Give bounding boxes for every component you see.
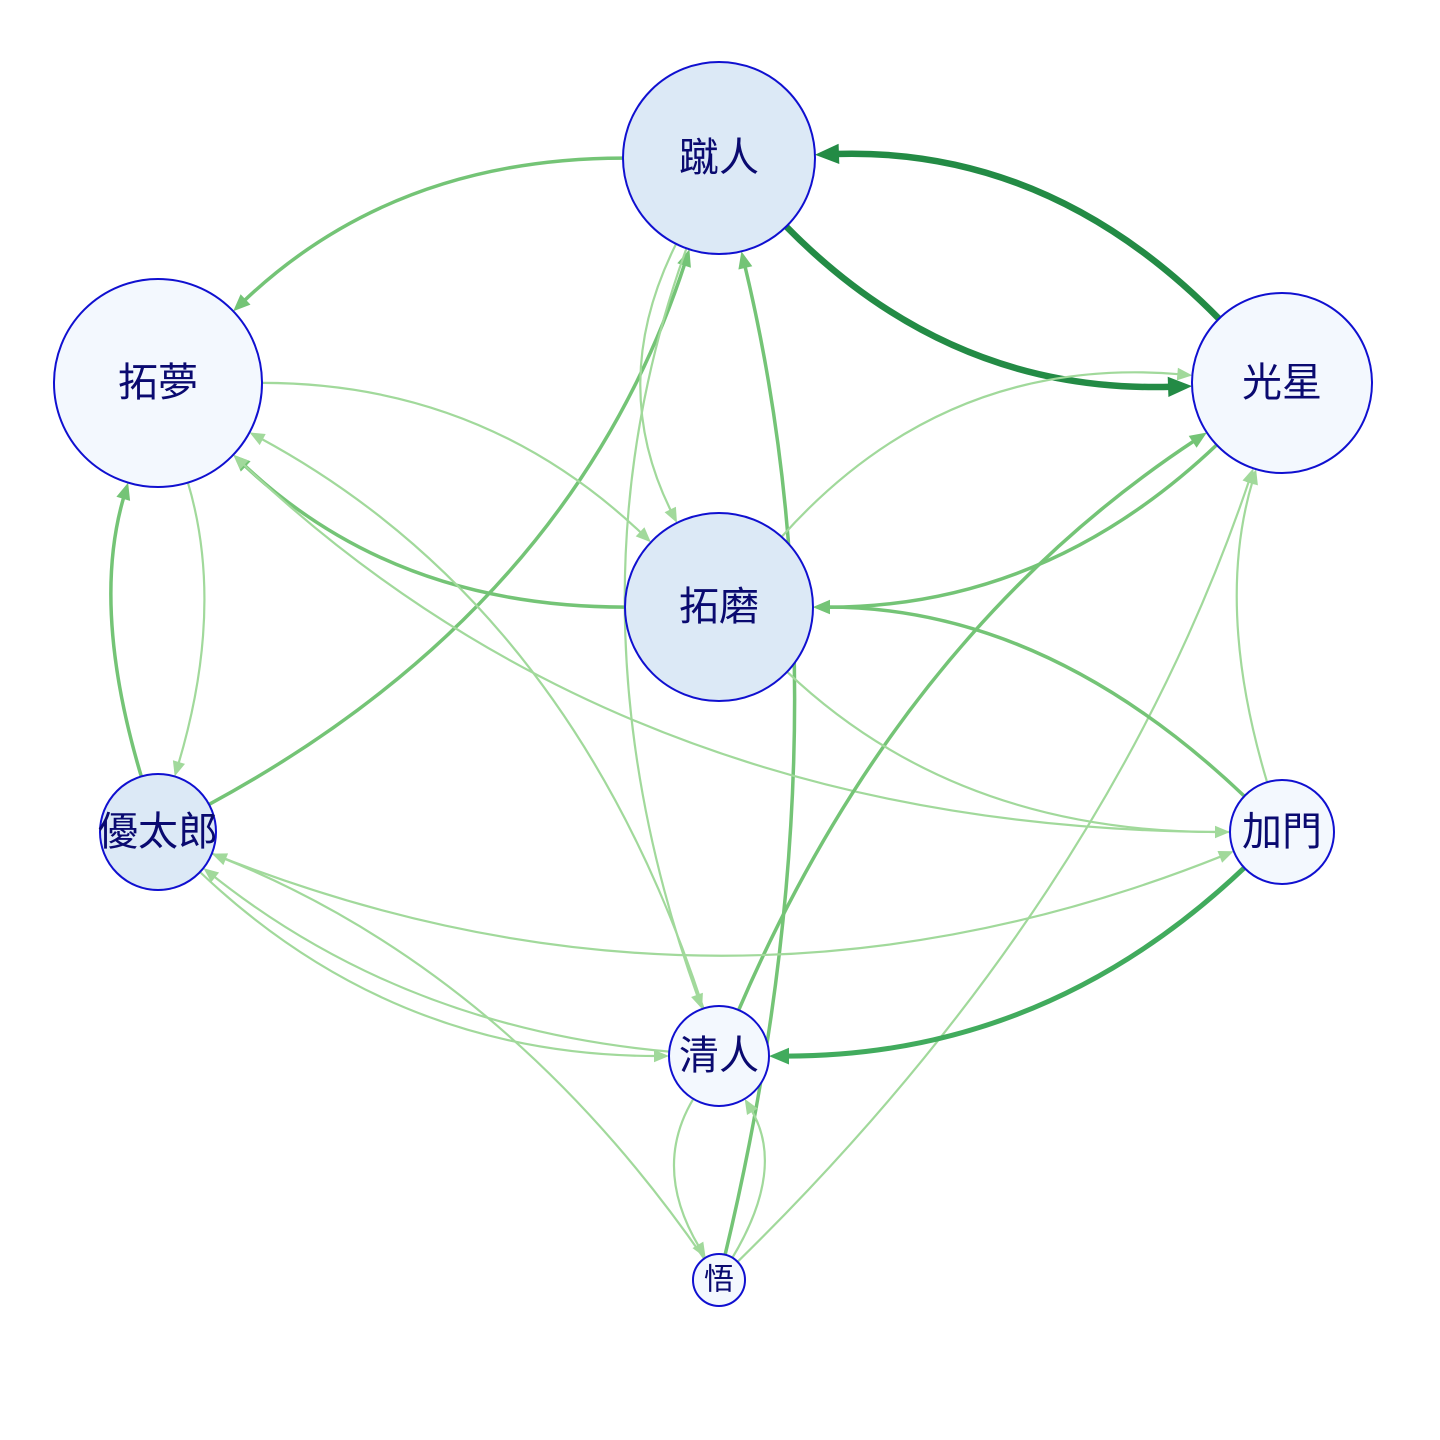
edge-takuma-to-kamon bbox=[786, 670, 1220, 834]
arrowhead-satoru-to-yutaro bbox=[211, 853, 229, 866]
node-label-takuma: 拓磨 bbox=[679, 584, 759, 630]
arrowhead-kiyoto-to-yutaro bbox=[203, 868, 220, 883]
node-circle-kosei[interactable] bbox=[1191, 292, 1373, 474]
edge-shujin-to-kosei bbox=[782, 223, 1177, 391]
node-circle-yutaro[interactable] bbox=[99, 773, 217, 891]
node-circle-kamon[interactable] bbox=[1229, 779, 1335, 885]
arrowhead-kamon-to-kiyoto bbox=[769, 1047, 789, 1065]
node-circle-shujin[interactable] bbox=[622, 61, 816, 255]
edge-shujin-to-takuma bbox=[639, 242, 678, 514]
node-kamon[interactable]: 加門 bbox=[1229, 779, 1335, 885]
arrowhead-takuma-to-kosei bbox=[1176, 367, 1193, 381]
node-label-kamon: 加門 bbox=[1242, 809, 1322, 855]
edge-kamon-to-takuma bbox=[824, 605, 1247, 798]
edge-kosei-to-takuma bbox=[824, 443, 1219, 609]
arrowhead-kamon-to-takumu bbox=[233, 454, 249, 470]
node-kosei[interactable]: 光星 bbox=[1191, 292, 1373, 474]
arrowhead-takumu-to-yutaro bbox=[172, 760, 185, 777]
edge-satoru-to-yutaro bbox=[221, 857, 706, 1260]
arrowhead-satoru-to-shujin bbox=[738, 251, 753, 270]
arrowhead-satoru-to-kiyoto bbox=[744, 1098, 758, 1115]
edge-yutaro-to-takumu bbox=[109, 493, 144, 779]
node-circle-takumu[interactable] bbox=[53, 278, 263, 488]
edge-kiyoto-to-satoru bbox=[672, 1097, 701, 1249]
arrowhead-takumu-to-takuma bbox=[635, 527, 651, 543]
edge-takuma-to-takumu bbox=[241, 462, 627, 609]
edge-kamon-to-kiyoto bbox=[782, 865, 1247, 1059]
node-circle-satoru[interactable] bbox=[692, 1253, 746, 1307]
edge-yutaro-to-kiyoto bbox=[198, 870, 659, 1058]
node-label-shujin: 蹴人 bbox=[679, 135, 759, 181]
arrowhead-kamon-to-kosei bbox=[1245, 469, 1258, 486]
node-circle-takuma[interactable] bbox=[624, 512, 814, 702]
edge-yutaro-to-kamon bbox=[210, 852, 1224, 957]
node-satoru[interactable]: 悟 bbox=[692, 1253, 746, 1307]
edge-takumu-to-takuma bbox=[260, 381, 644, 535]
arrowhead-yutaro-to-takumu bbox=[116, 482, 131, 501]
edge-kiyoto-to-yutaro bbox=[211, 874, 671, 1053]
edge-takuma-to-kosei bbox=[780, 371, 1182, 538]
edges-layer bbox=[109, 143, 1269, 1263]
edge-kosei-to-shujin bbox=[830, 150, 1223, 323]
edge-shujin-to-takumu bbox=[241, 156, 625, 304]
arrowhead-takuma-to-kamon bbox=[1215, 825, 1230, 839]
arrowhead-kiyoto-to-kosei bbox=[1188, 432, 1207, 448]
arrowhead-kosei-to-shujin bbox=[814, 143, 840, 164]
edge-kamon-to-takumu bbox=[240, 461, 1232, 834]
edge-yutaro-to-shujin bbox=[207, 260, 687, 807]
arrowhead-shujin-to-kosei bbox=[1167, 376, 1193, 397]
edge-kiyoto-to-takumu bbox=[259, 437, 705, 1010]
node-kiyoto[interactable]: 清人 bbox=[668, 1005, 770, 1107]
arrowhead-yutaro-to-kiyoto bbox=[654, 1049, 669, 1063]
arrowhead-kiyoto-to-takumu bbox=[249, 432, 266, 446]
node-label-takumu: 拓夢 bbox=[118, 360, 198, 406]
edge-kamon-to-kosei bbox=[1235, 479, 1269, 784]
arrowhead-shujin-to-takuma bbox=[664, 506, 677, 523]
edge-kiyoto-to-kosei bbox=[736, 438, 1198, 1012]
node-circle-kiyoto[interactable] bbox=[668, 1005, 770, 1107]
arrowhead-kiyoto-to-satoru bbox=[692, 1241, 706, 1258]
edge-satoru-to-shujin bbox=[723, 262, 797, 1257]
node-label-kiyoto: 清人 bbox=[679, 1033, 759, 1079]
arrowhead-kamon-to-takuma bbox=[813, 599, 830, 615]
edge-takumu-to-yutaro bbox=[177, 481, 206, 767]
node-label-satoru: 悟 bbox=[704, 1263, 734, 1298]
edge-satoru-to-kiyoto bbox=[731, 1108, 766, 1259]
node-label-kosei: 光星 bbox=[1242, 360, 1322, 406]
node-label-yutaro: 優太郎 bbox=[98, 809, 218, 855]
edge-satoru-to-kosei bbox=[736, 478, 1251, 1263]
node-takuma[interactable]: 拓磨 bbox=[624, 512, 814, 702]
node-yutaro[interactable]: 優太郎 bbox=[98, 773, 218, 891]
arrowhead-yutaro-to-kamon bbox=[1217, 851, 1234, 863]
node-shujin[interactable]: 蹴人 bbox=[622, 61, 816, 255]
arrowhead-shujin-to-takumu bbox=[233, 294, 251, 312]
node-takumu[interactable]: 拓夢 bbox=[53, 278, 263, 488]
